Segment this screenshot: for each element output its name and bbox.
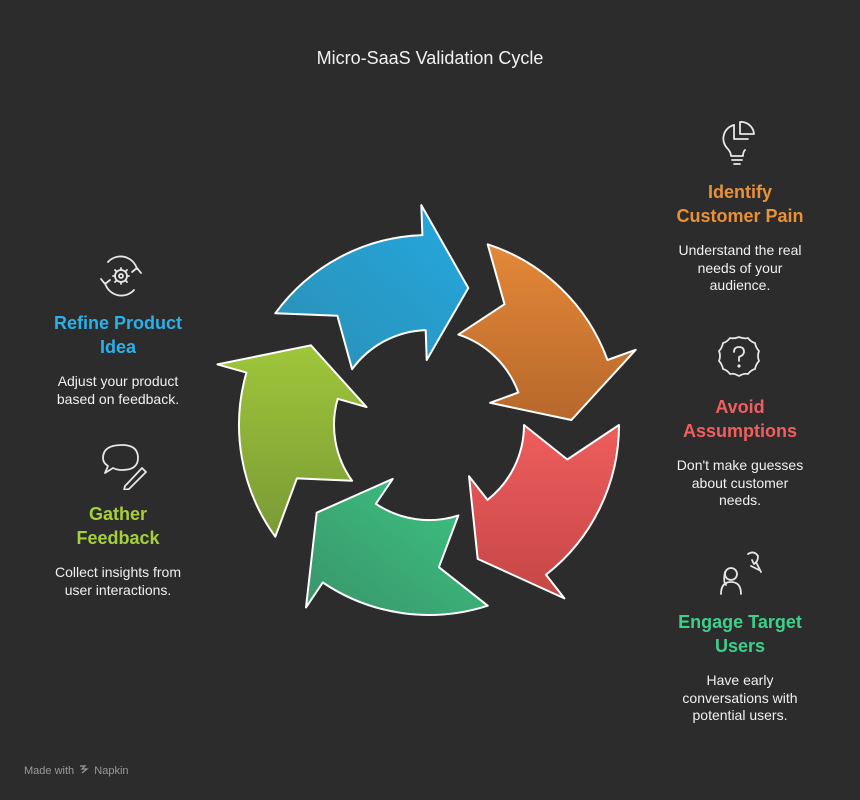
heading-line: Idea: [99, 337, 137, 357]
step-description: Understand the real needs of your audien…: [650, 242, 830, 295]
heading-line: Customer Pain: [676, 206, 804, 226]
heading-line: Refine Product: [53, 313, 182, 333]
lightbulb-pie-icon: [722, 121, 755, 165]
step-heading: Avoid Assumptions: [650, 395, 830, 443]
heading-line: Engage Target: [678, 612, 802, 632]
users-conversation-icon: [720, 551, 762, 595]
footer-credit[interactable]: Made with Napkin: [24, 765, 129, 777]
heading-line: Avoid: [715, 397, 765, 417]
step-avoid-assumptions: Avoid Assumptions Don't make guesses abo…: [650, 395, 830, 510]
heading-line: Gather: [88, 504, 148, 524]
page-title: Micro-SaaS Validation Cycle: [316, 48, 544, 68]
heading-line: Users: [714, 636, 766, 656]
heading-line: Identify: [707, 182, 772, 202]
desc-line: about customer: [691, 474, 789, 491]
desc-line: based on feedback.: [56, 390, 180, 407]
heading-line: Feedback: [76, 528, 160, 548]
step-identify-customer-pain: Identify Customer Pain Understand the re…: [650, 180, 830, 295]
step-description: Adjust your product based on feedback.: [30, 373, 206, 408]
arrow-refine-product-idea: [274, 204, 470, 371]
step-description: Don't make guesses about customer needs.: [650, 457, 830, 510]
arrow-engage-target-users: [305, 477, 489, 616]
arrow-identify-customer-pain: [457, 243, 637, 421]
desc-line: user interactions.: [64, 581, 172, 598]
desc-line: Collect insights from: [54, 564, 182, 580]
desc-line: Have early: [706, 672, 774, 688]
arrow-gather-feedback: [216, 344, 368, 538]
heading-line: Assumptions: [682, 421, 797, 441]
desc-line: needs.: [718, 492, 762, 508]
step-description: Collect insights from user interactions.: [30, 564, 206, 599]
napkin-brand-label: Napkin: [94, 765, 129, 777]
desc-line: needs of your: [697, 259, 783, 276]
speech-bubble-pen-icon: [102, 444, 147, 490]
desc-line: audience.: [709, 277, 771, 293]
step-heading: Engage Target Users: [650, 610, 830, 658]
step-heading: Identify Customer Pain: [650, 180, 830, 228]
step-heading: Refine Product Idea: [30, 311, 206, 359]
step-engage-target-users: Engage Target Users Have early conversat…: [650, 610, 830, 725]
desc-line: potential users.: [692, 707, 788, 723]
question-badge-icon: [718, 336, 760, 377]
step-heading: Gather Feedback: [30, 502, 206, 550]
gear-cycle-icon: [100, 255, 142, 297]
desc-line: Don't make guesses: [676, 457, 804, 473]
step-refine-product-idea: Refine Product Idea Adjust your product …: [30, 311, 206, 408]
desc-line: conversations with: [682, 689, 798, 706]
step-description: Have early conversations with potential …: [650, 672, 830, 725]
arrow-avoid-assumptions: [468, 424, 620, 600]
desc-line: Adjust your product: [57, 373, 179, 389]
step-gather-feedback: Gather Feedback Collect insights from us…: [30, 502, 206, 599]
napkin-logo-icon: [80, 765, 89, 774]
desc-line: Understand the real: [678, 242, 802, 258]
made-with-label: Made with: [24, 765, 75, 777]
